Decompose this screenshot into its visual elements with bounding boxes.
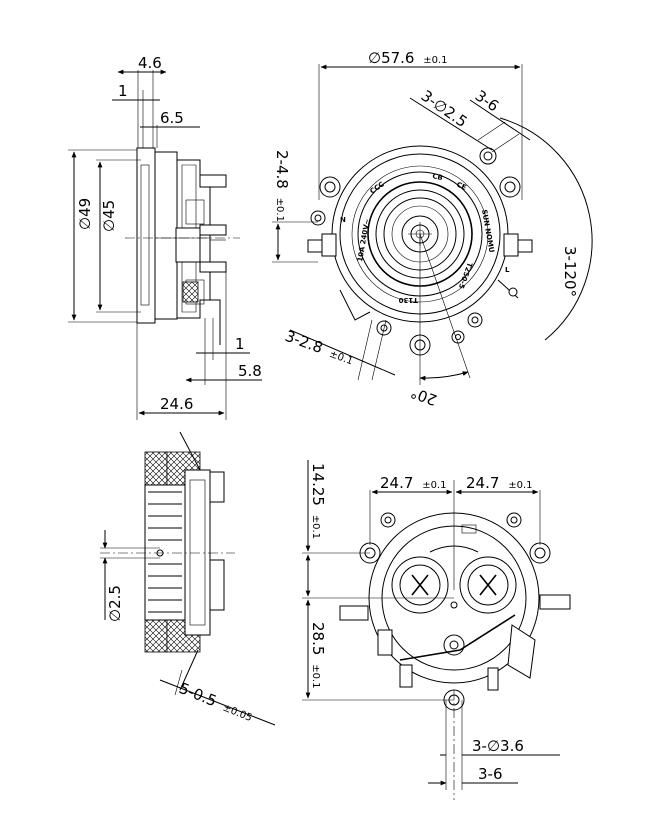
diameter-symbol: ∅ — [76, 217, 94, 230]
dim-d2-5: 2.5 — [106, 585, 124, 609]
side-view-bottom: ∅2.5 5-0.5 ±0.05 — [100, 431, 276, 726]
dim-4-6: 4.6 — [138, 54, 162, 72]
svg-text:∅49: ∅49 — [76, 198, 94, 230]
svg-text:5-0.5 ±0.05: 5-0.5 ±0.05 — [177, 679, 256, 725]
diameter-symbol: ∅ — [487, 737, 500, 755]
dim-2-4-8: 2-4.8 — [273, 150, 291, 189]
dim-d45: 45 — [100, 200, 118, 219]
label-l: L — [505, 266, 510, 274]
dim-3-6-bottom: 3-6 — [478, 765, 503, 783]
svg-text:3-∅3.6: 3-∅3.6 — [472, 737, 524, 755]
tol-57-6: ±0.1 — [423, 55, 447, 66]
diameter-symbol: ∅ — [100, 219, 118, 232]
svg-text:2-4.8 ±0.1: 2-4.8 ±0.1 — [273, 150, 291, 222]
dim-5-8: 5.8 — [238, 362, 262, 380]
dim-24-7-right: 24.7 — [466, 474, 499, 492]
dim-3-6: 3-6 — [472, 87, 502, 116]
dim-3-120: 3-120° — [561, 246, 579, 297]
svg-text:∅2.5: ∅2.5 — [106, 585, 124, 622]
tol-24-7-left: ±0.1 — [422, 480, 446, 491]
label-ce: CE — [455, 181, 468, 193]
dim-20: 20° — [408, 383, 439, 409]
dim-1-bottom: 1 — [235, 335, 245, 353]
svg-text:3-2.8 ±0.1: 3-2.8 ±0.1 — [283, 327, 357, 369]
dim-14-25: 14.25 — [309, 463, 327, 506]
tol-2-4-8: ±0.1 — [274, 198, 285, 222]
dim-3-d3-6-prefix: 3- — [472, 737, 487, 755]
dim-28-5: 28.5 — [309, 622, 327, 655]
svg-text:∅45: ∅45 — [100, 200, 118, 232]
label-cb: CB — [432, 172, 444, 182]
tol-14-25: ±0.1 — [310, 515, 321, 539]
tol-5-0-5: ±0.05 — [221, 702, 254, 724]
svg-text:∅57.6 ±0.1: ∅57.6 ±0.1 — [368, 49, 448, 67]
dim-6-5: 6.5 — [160, 109, 184, 127]
back-view-bottom: 24.7 ±0.1 24.7 ±0.1 14.25 ±0.1 28.5 ±0.1… — [302, 460, 571, 800]
dim-3-d3-6: 3.6 — [500, 737, 524, 755]
svg-text:24.7 ±0.1: 24.7 ±0.1 — [380, 474, 446, 492]
dim-d49: 49 — [76, 198, 94, 217]
dim-24-6: 24.6 — [160, 395, 193, 413]
svg-text:14.25 ±0.1: 14.25 ±0.1 — [309, 463, 327, 539]
label-bottom: T130 — [398, 296, 418, 304]
diameter-symbol: ∅ — [106, 609, 124, 622]
svg-text:24.7 ±0.1: 24.7 ±0.1 — [466, 474, 532, 492]
dim-1-top: 1 — [118, 82, 128, 100]
tol-3-2-8: ±0.1 — [328, 349, 355, 368]
tol-24-7-right: ±0.1 — [508, 480, 532, 491]
side-view-top: 4.6 1 6.5 ∅49 — [68, 54, 262, 420]
dim-5-0-5: 5-0.5 — [177, 679, 220, 710]
tol-28-5: ±0.1 — [310, 664, 321, 688]
svg-text:3-∅2.5: 3-∅2.5 — [418, 87, 471, 132]
front-view-top: ∅57.6 ±0.1 CCC CB — [272, 49, 593, 409]
svg-text:28.5 ±0.1: 28.5 ±0.1 — [309, 622, 327, 688]
label-n: N — [340, 216, 346, 224]
dim-d57-6: 57.6 — [381, 49, 414, 67]
diameter-symbol: ∅ — [368, 49, 381, 67]
fins — [148, 491, 182, 613]
dim-24-7-left: 24.7 — [380, 474, 413, 492]
dim-3-2-8: 3-2.8 — [283, 327, 326, 357]
